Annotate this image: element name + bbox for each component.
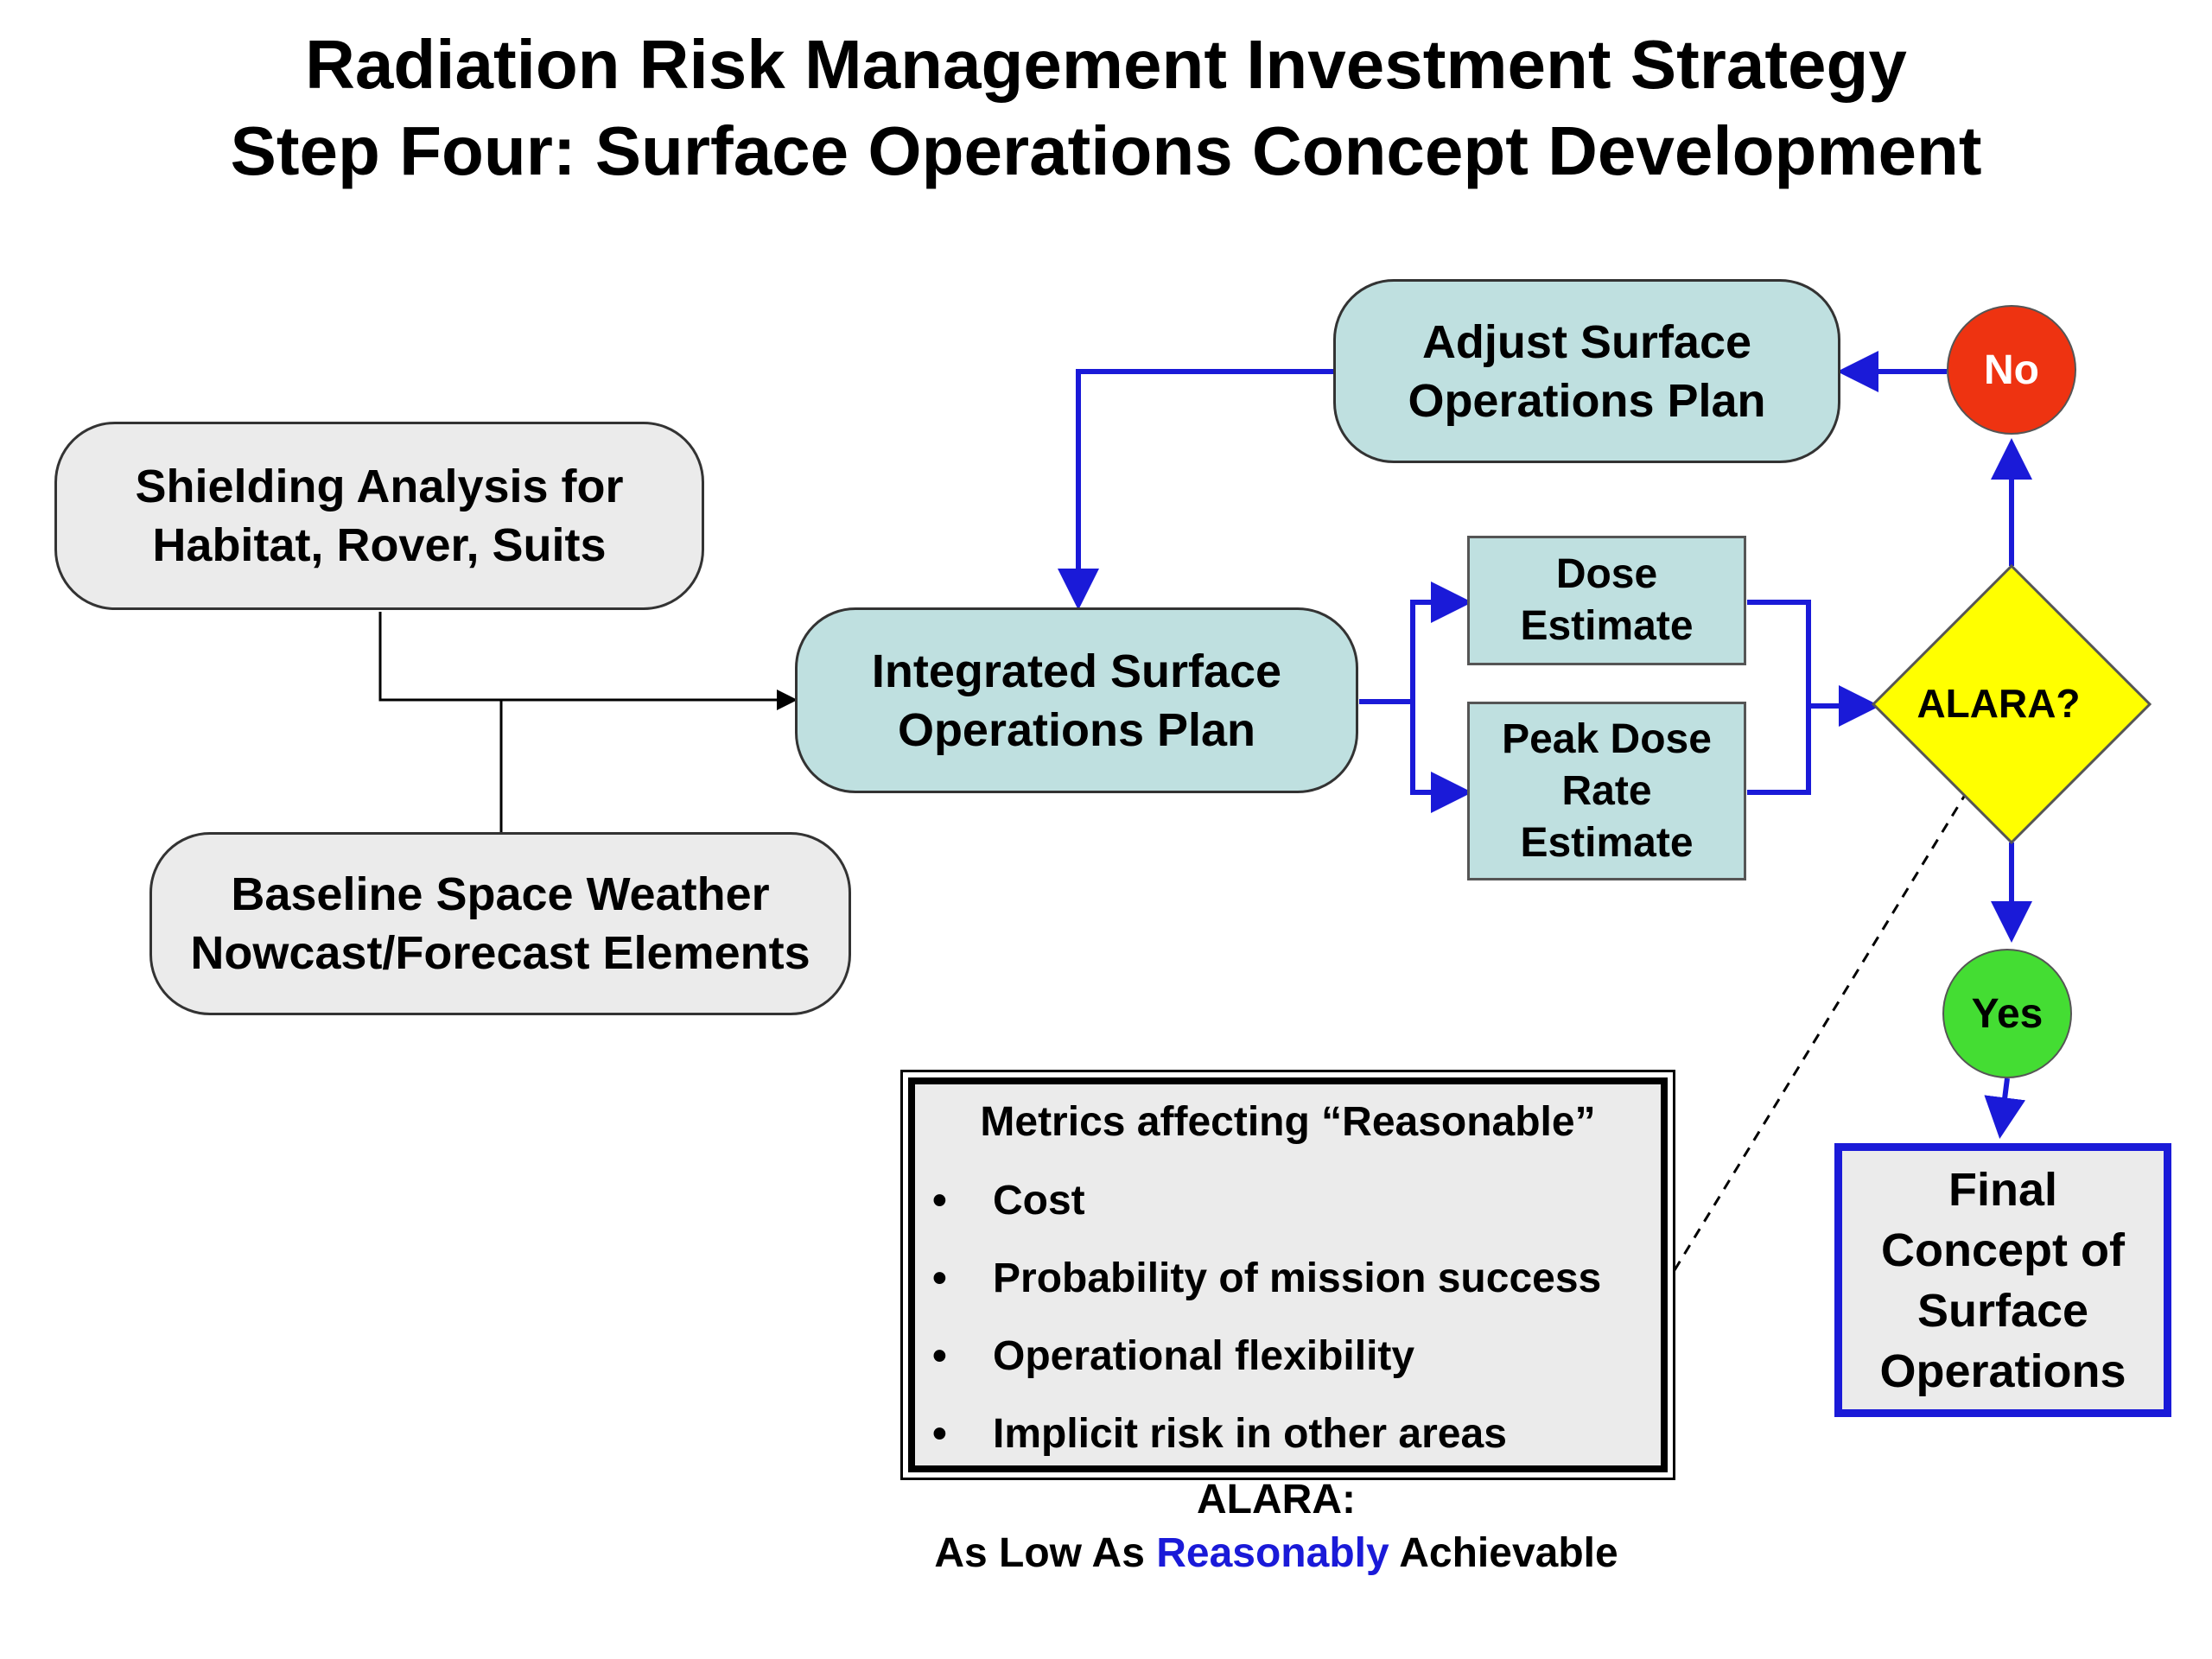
peak-dose-rate-box: Peak Dose Rate Estimate [1467,702,1746,880]
metric-item: • Operational flexibility [932,1331,1414,1382]
integrated-plan-box: Integrated Surface Operations Plan [795,607,1358,793]
bullet: • [932,1178,947,1224]
integrated-plan-label: Integrated Surface Operations Plan [871,645,1282,756]
shielding-analysis-box: Shielding Analysis for Habitat, Rover, S… [54,422,704,610]
bullet: • [932,1411,947,1457]
metric-item: • Implicit risk in other areas [932,1408,1507,1460]
yes-decision-circle: Yes [1942,949,2072,1078]
connector-shielding-to-integrated [378,612,798,710]
arrow-dose-to-merge [1747,600,1811,706]
bullet: • [932,1333,947,1379]
metric-item-text: Cost [993,1178,1085,1224]
footnote-part-3: Achievable [1389,1530,1618,1576]
final-concept-box: Final Concept of Surface Operations [1834,1143,2171,1417]
dose-estimate-label: Dose Estimate [1520,551,1694,649]
metric-item-text: Implicit risk in other areas [993,1411,1507,1457]
alara-footnote-heading: ALARA: [1197,1477,1356,1522]
metrics-title: Metrics affecting “Reasonable” [980,1099,1596,1145]
dashed-pointer-metrics-to-alara [1673,739,1999,1271]
adjust-plan-box: Adjust Surface Operations Plan [1333,279,1840,463]
metric-item-text: Operational flexibility [993,1333,1415,1379]
metric-item-text: Probability of mission success [993,1255,1602,1301]
footnote-part-1: As Low As [934,1530,1157,1576]
arrow-adjust-to-integrated [1058,369,1338,610]
no-label: No [1984,346,2039,393]
arrow-peak-to-merge [1747,706,1811,795]
title-line-2: Step Four: Surface Operations Concept De… [230,112,1982,189]
peak-dose-rate-label: Peak Dose Rate Estimate [1502,715,1712,866]
bullet: • [932,1255,947,1301]
arrow-to-dose [1410,582,1472,702]
metrics-inner-panel: Metrics affecting “Reasonable” • Cost • Pr… [908,1077,1668,1472]
alara-diamond [1871,563,2152,845]
dose-estimate-box: Dose Estimate [1467,536,1746,665]
arrow-yes-to-final [1984,1077,2026,1139]
adjust-plan-label: Adjust Surface Operations Plan [1408,315,1766,427]
baseline-space-weather-label: Baseline Space Weather Nowcast/Forecast … [190,868,810,979]
metric-item: • Probability of mission success [932,1253,1601,1305]
no-decision-circle: No [1947,305,2076,435]
alara-label: ALARA? [1916,681,2080,726]
title-line-1: Radiation Risk Management Investment Str… [305,26,1907,103]
baseline-space-weather-box: Baseline Space Weather Nowcast/Forecast … [149,832,851,1015]
shielding-analysis-label: Shielding Analysis for Habitat, Rover, S… [135,461,624,571]
metric-item: • Cost [932,1175,1085,1227]
footnote-reasonably: Reasonably [1156,1530,1389,1576]
alara-footnote-definition: As Low As Reasonably Achievable [900,1527,1652,1580]
final-concept-label: Final Concept of Surface Operations [1879,1163,2126,1397]
arrow-to-peak [1410,702,1472,813]
yes-label: Yes [1971,990,2044,1037]
metrics-box: Metrics affecting “Reasonable” • Cost • Pr… [900,1070,1675,1480]
